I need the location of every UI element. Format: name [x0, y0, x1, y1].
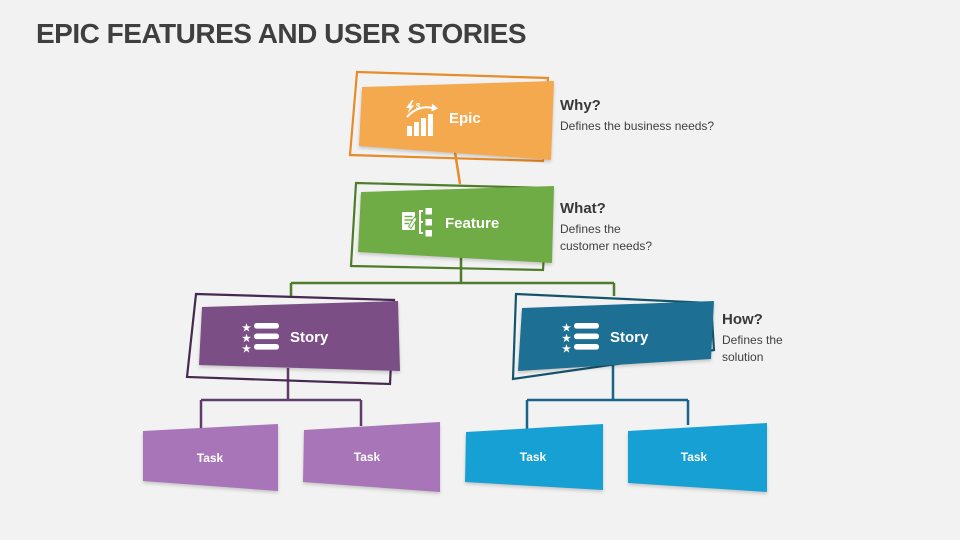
story-right-box: [518, 301, 714, 371]
svg-text:$: $: [416, 102, 421, 111]
task-label-2: Task: [300, 450, 434, 464]
story-left-box-outline: [185, 292, 396, 386]
task-label-text: Task: [680, 450, 708, 464]
feature-box-outline: [349, 181, 550, 272]
svg-text:★: ★: [242, 344, 251, 353]
epic-label-text: Epic: [449, 109, 481, 127]
epic-box-outline: [348, 70, 550, 163]
task-box-2: [303, 422, 440, 492]
annotation-how-heading: How?: [722, 311, 763, 328]
task-box-4: [628, 423, 767, 492]
svg-text:★: ★: [242, 323, 251, 334]
task-label-text: Task: [519, 450, 547, 464]
annotation-how: How? Defines the solution: [722, 311, 814, 366]
annotation-what-body: Defines the customer needs?: [560, 222, 653, 253]
annotation-why-heading: Why?: [560, 97, 601, 114]
story-list-icon: ★ ★ ★: [242, 323, 279, 353]
task-label-1: Task: [145, 451, 275, 465]
feature-node-label: Feature: [399, 204, 499, 242]
story-list-icon: ★ ★ ★: [562, 323, 599, 353]
connector-feature-stories: [289, 257, 616, 298]
feature-breakdown-icon: [402, 208, 432, 237]
annotation-what-heading: What?: [560, 200, 606, 217]
task-label-3: Task: [466, 450, 600, 464]
task-label-text: Task: [196, 451, 224, 465]
story-left-node-label: ★ ★ ★ Story: [242, 319, 328, 355]
connector-epic-feature: [453, 151, 462, 185]
feature-label-text: Feature: [445, 214, 500, 232]
svg-text:★: ★: [562, 344, 571, 353]
svg-text:★: ★: [242, 334, 251, 345]
story-right-box-outline: [511, 292, 716, 381]
task-label-4: Task: [627, 450, 761, 464]
task-box-3: [465, 424, 603, 490]
annotation-why-body: Defines the business needs?: [560, 119, 715, 133]
task-box-1: [143, 424, 278, 491]
story-right-node-label: ★ ★ ★ Story: [562, 319, 648, 355]
connector-story-right-tasks: [525, 363, 690, 430]
story-right-label-text: Story: [610, 328, 649, 346]
annotation-why: Why? Defines the business needs?: [560, 97, 714, 135]
epic-node-label: $ Epic: [403, 99, 481, 137]
task-label-text: Task: [353, 450, 381, 464]
connector-story-left-tasks: [199, 368, 363, 430]
annotation-what: What? Defines the customer needs?: [560, 200, 668, 255]
feature-box: [358, 186, 554, 263]
svg-text:★: ★: [562, 334, 571, 345]
annotation-how-body: Defines the solution: [722, 333, 783, 364]
svg-text:★: ★: [562, 323, 571, 334]
epic-box: [359, 81, 554, 160]
growth-chart-icon: $: [406, 100, 438, 136]
story-left-box: [199, 301, 400, 371]
page-title: EPIC FEATURES AND USER STORIES: [36, 18, 527, 49]
story-left-label-text: Story: [290, 328, 329, 346]
